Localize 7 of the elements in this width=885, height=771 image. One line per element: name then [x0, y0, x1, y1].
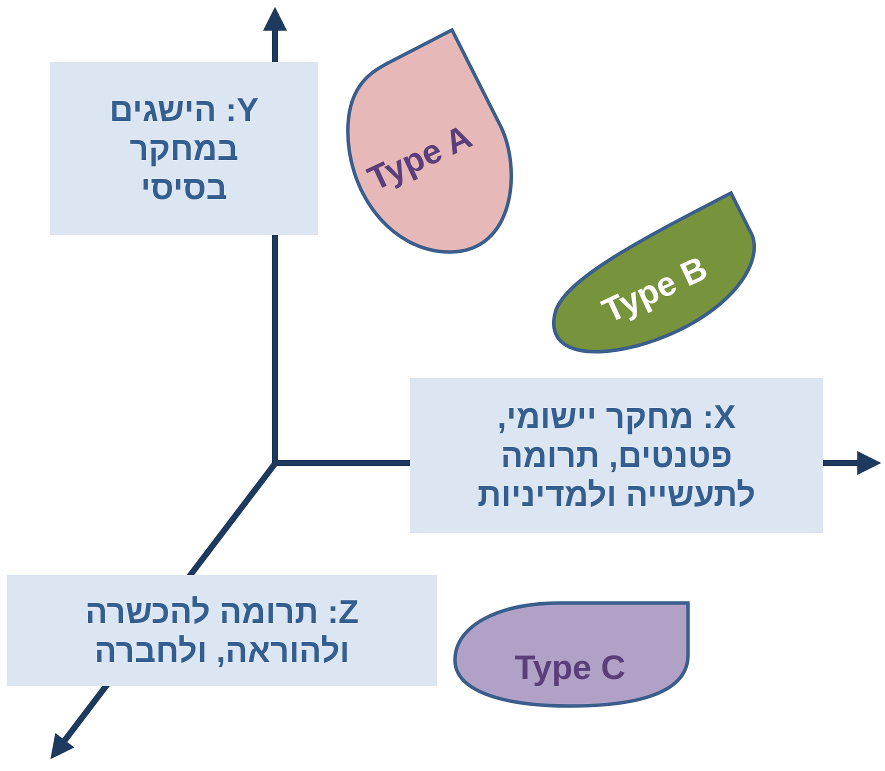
teardrop-shape: [451, 599, 692, 710]
axis-label-box: Z: תרומה להכשרה ולהוראה, ולחברה: [7, 575, 437, 686]
shape-label: Type A: [362, 116, 478, 200]
axis-label-box: Y: הישגים במחקר בסיסי: [50, 62, 318, 235]
shape-label: Type C: [514, 648, 626, 688]
shape-label: Type B: [596, 248, 714, 333]
axis-label-box: X: מחקר יישומי, פטנטים, תרומה לתעשייה ולמדיניות: [410, 378, 823, 533]
